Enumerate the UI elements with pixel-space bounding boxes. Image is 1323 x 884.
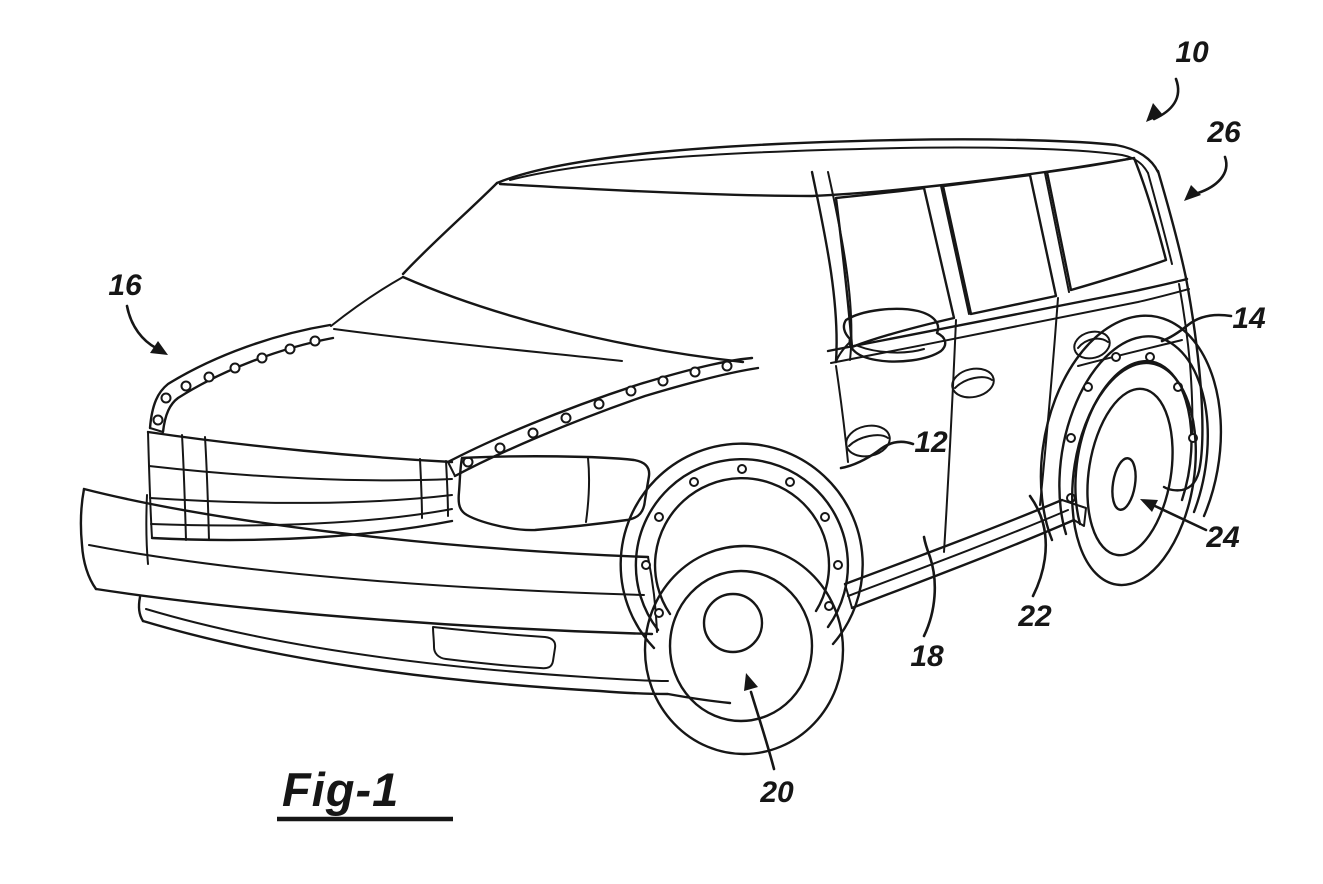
hood-strip-left-rivets: [152, 335, 321, 426]
ref-label-10: 10: [1146, 36, 1209, 122]
ref-label-26: 26: [1184, 116, 1241, 201]
rivet-icon: [309, 335, 321, 347]
rivet-icon: [1066, 433, 1076, 443]
ref-numeral-22-text: 22: [1017, 600, 1052, 633]
hood-strip-right-rivets: [462, 360, 733, 468]
windshield: [401, 170, 853, 364]
ref-numeral-16-text: 16: [108, 269, 142, 302]
ref-numeral-26-text: 26: [1206, 116, 1241, 149]
leader-line-22: [1028, 494, 1048, 598]
rivet-icon: [152, 414, 164, 426]
hood-panel-edges: [330, 276, 623, 362]
arrowhead-icon: [150, 341, 168, 355]
rivet-icon: [1145, 352, 1155, 362]
arrowhead-icon: [1184, 185, 1201, 201]
arrowhead-icon: [1140, 499, 1158, 512]
rivet-icon: [1111, 352, 1121, 362]
rivet-icon: [833, 560, 843, 570]
rivet-icon: [180, 380, 192, 392]
rivet-icon: [820, 512, 830, 522]
door-handle-rear: [951, 367, 995, 399]
ref-label-16: 16: [108, 269, 168, 355]
rivet-icon: [689, 366, 701, 378]
rivet-icon: [654, 512, 664, 522]
ref-numeral-20-text: 20: [759, 776, 794, 809]
ref-numeral-24-text: 24: [1205, 521, 1240, 554]
ref-label-12: 12: [839, 426, 948, 470]
hood-trim-strip-left: [148, 323, 335, 434]
rivet-icon: [654, 608, 664, 618]
front-hub: [702, 592, 764, 654]
ref-label-18: 18: [910, 535, 944, 673]
front-door-window: [834, 186, 956, 349]
leader-line-26: [1196, 155, 1228, 195]
fog-lamp: [432, 626, 557, 670]
front-tire: [643, 544, 845, 756]
reference-labels: 10 26 16 14 12 18 22: [108, 36, 1266, 809]
arrowhead-icon: [1146, 103, 1163, 122]
ref-numeral-12-text: 12: [914, 426, 948, 459]
beltline: [826, 277, 1190, 364]
rivet-icon: [689, 477, 699, 487]
side-mirror: [835, 307, 947, 363]
ref-numeral-14-text: 14: [1232, 302, 1266, 335]
leader-line-12: [839, 440, 915, 470]
rivet-icon: [625, 385, 637, 397]
rivet-icon: [527, 427, 539, 439]
rear-hub: [1111, 457, 1137, 511]
rivet-icon: [229, 362, 241, 374]
ref-label-14: 14: [1160, 302, 1266, 343]
front-rim: [668, 569, 814, 723]
door-handle-front: [845, 424, 891, 458]
rivet-icon: [721, 360, 733, 372]
mid-door-window: [941, 173, 1058, 316]
rocker-panel: [843, 498, 1087, 610]
rivet-icon: [657, 375, 669, 387]
roof-and-pillars: [401, 138, 1188, 280]
door-seams: [835, 297, 1059, 553]
lower-fascia: [137, 595, 732, 705]
rear-flare-rivets: [1066, 352, 1198, 503]
ref-label-20: 20: [744, 673, 794, 809]
vehicle-drawing: [79, 138, 1223, 756]
front-bumper: [79, 487, 658, 636]
rivet-icon: [560, 412, 572, 424]
rear-tire: [1071, 361, 1197, 587]
rivet-icon: [1083, 382, 1093, 392]
ref-label-24: 24: [1140, 499, 1240, 554]
front-flare-rivets: [641, 464, 843, 618]
ref-numeral-10-text: 10: [1175, 36, 1209, 69]
ref-label-22: 22: [1017, 494, 1052, 633]
rear-quarter-window: [1045, 156, 1168, 292]
front-fender-flare: [619, 442, 864, 650]
rivet-icon: [737, 464, 747, 474]
rivet-icon: [284, 343, 296, 355]
leader-line-18: [922, 535, 937, 638]
figure-label-text: Fig-1: [282, 763, 399, 816]
arrowhead-icon: [744, 673, 758, 691]
figure-label: Fig-1: [277, 763, 453, 822]
leader-line-24: [1153, 504, 1208, 532]
rivet-icon: [494, 442, 506, 454]
ref-numeral-18-text: 18: [910, 640, 944, 673]
rivet-icon: [785, 477, 795, 487]
rivet-icon: [256, 352, 268, 364]
front-wheel: [643, 544, 845, 756]
rivet-icon: [203, 371, 215, 383]
rivet-icon: [641, 560, 651, 570]
grille: [146, 430, 454, 542]
rear-rim: [1086, 387, 1174, 557]
leader-line-16: [125, 304, 158, 350]
headlight: [457, 455, 651, 532]
rivet-icon: [593, 398, 605, 410]
rear-wheel: [1071, 361, 1197, 587]
leader-line-20: [749, 690, 776, 771]
rivet-icon: [160, 392, 172, 404]
leader-line-14: [1160, 313, 1233, 343]
side-windows: [834, 156, 1168, 349]
